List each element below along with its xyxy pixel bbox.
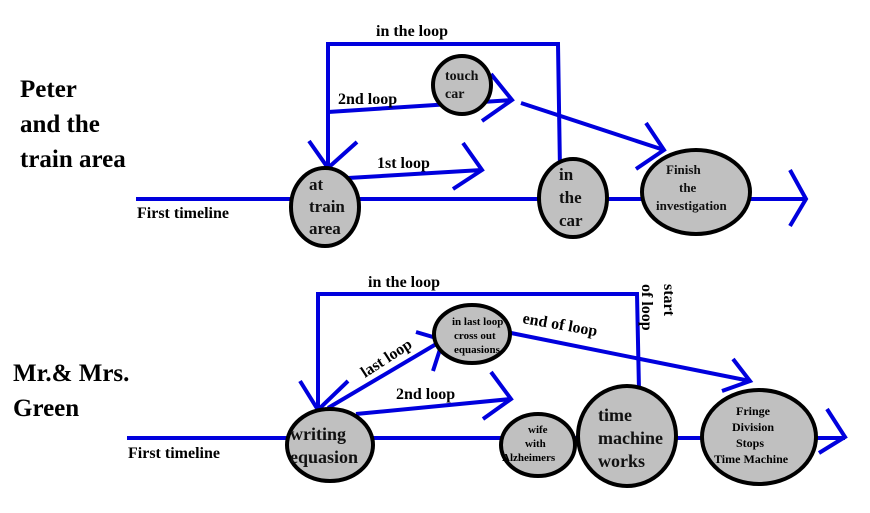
node-text: car	[445, 87, 464, 102]
diagram-title-line-2: Green	[13, 395, 79, 422]
node-finish-investigation: Finish the investigation	[640, 148, 752, 236]
node-text: the	[679, 180, 697, 195]
end-of-loop-arrowhead	[721, 357, 754, 393]
node-text: Division	[732, 420, 774, 434]
in-the-loop-label: in the loop	[368, 274, 440, 291]
timeline-end-arrowhead	[788, 169, 809, 228]
in-the-loop-path	[316, 292, 641, 410]
end-of-loop-arrow-line	[510, 331, 751, 383]
node-cross-out-equasions: in last loop cross out equasions	[432, 303, 512, 365]
node-text: wife	[528, 424, 548, 436]
finish-arrowhead	[634, 121, 667, 171]
node-text: time	[598, 405, 632, 425]
touch-car-to-finish-line	[520, 101, 665, 152]
start-of-loop-label-1: start	[660, 284, 677, 317]
node-text: investigation	[656, 198, 728, 213]
diagram-green: Mr.& Mrs. Green First timeline in the lo…	[13, 274, 848, 488]
node-at-train-area: at train area	[289, 166, 361, 248]
start-of-loop-label-2: of loop	[638, 284, 655, 331]
node-text: writing	[290, 424, 346, 444]
second-loop-label: 2nd loop	[338, 91, 397, 108]
node-time-machine-works: time machine works	[576, 384, 678, 488]
in-the-loop-path	[326, 42, 562, 171]
node-text: car	[559, 211, 583, 230]
node-text: touch	[445, 69, 479, 84]
in-the-loop-label: in the loop	[376, 23, 448, 40]
second-loop-label: 2nd loop	[396, 386, 455, 403]
node-text: with	[525, 438, 546, 450]
node-text: works	[598, 451, 645, 471]
node-text: Time Machine	[714, 452, 789, 466]
last-loop-arrow-line	[326, 338, 445, 410]
node-text: Finish	[666, 162, 701, 177]
diagram-title-line-3: train area	[20, 146, 126, 173]
node-writing-equasion: writing equasion	[285, 407, 375, 483]
first-loop-arrowhead	[451, 141, 485, 191]
node-text: machine	[598, 428, 663, 448]
second-loop-arrowhead	[480, 72, 515, 123]
node-text: Alzheimers	[502, 452, 556, 464]
node-text: Fringe	[736, 404, 771, 418]
loop-return-arrowhead	[298, 379, 350, 414]
node-touch-car: touch car	[431, 54, 493, 116]
second-loop-arrow-line	[355, 397, 512, 416]
diagram-title-line-1: Mr.& Mrs.	[13, 360, 129, 387]
node-text: at	[309, 175, 324, 194]
node-text: equasion	[290, 447, 358, 467]
node-text: the	[559, 188, 582, 207]
first-timeline-label: First timeline	[128, 445, 220, 462]
node-text: area	[309, 219, 341, 238]
node-in-the-car: in the car	[537, 157, 609, 239]
second-loop-arrowhead	[481, 370, 514, 421]
node-fringe-stops-time-machine: Fringe Division Stops Time Machine	[700, 388, 818, 486]
first-loop-arrow-line	[347, 168, 483, 180]
node-text: in	[559, 165, 574, 184]
node-text: equasions	[454, 344, 501, 356]
node-text: in last loop	[452, 316, 503, 328]
diagram-title-line-1: Peter	[20, 76, 77, 103]
first-timeline-label: First timeline	[137, 205, 229, 222]
node-wife-alzheimers: wife with Alzheimers	[499, 412, 577, 478]
diagram-title-line-2: and the	[20, 111, 100, 138]
node-text: Stops	[736, 436, 764, 450]
diagram-peter: Peter and the train area First timeline …	[20, 23, 809, 248]
loop-return-arrowhead	[307, 139, 359, 171]
timeline-end-arrowhead	[817, 407, 848, 455]
node-text: train	[309, 197, 345, 216]
first-loop-label: 1st loop	[377, 155, 430, 172]
node-text: cross out	[454, 330, 496, 342]
